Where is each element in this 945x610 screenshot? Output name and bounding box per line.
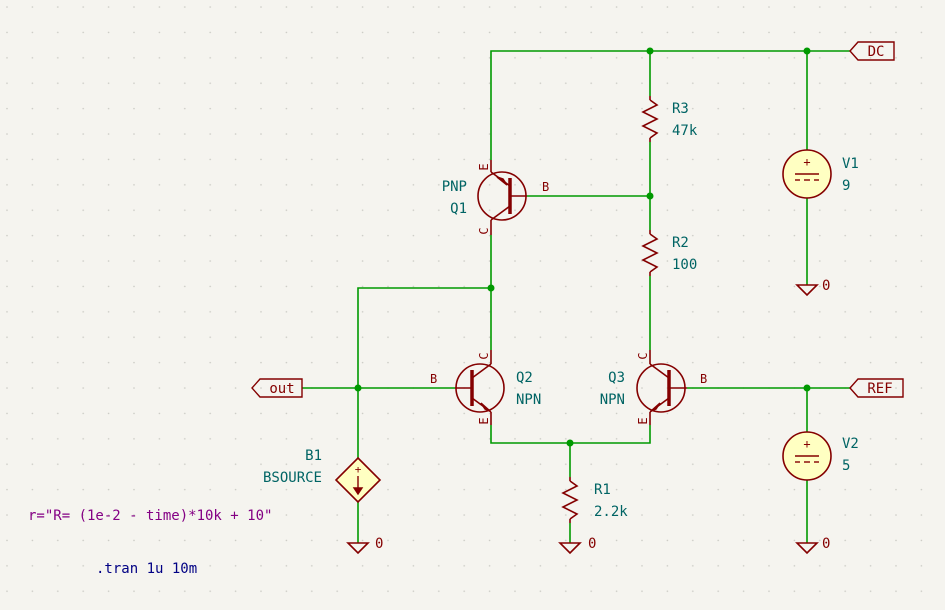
ground-b1[interactable]: 0	[346, 536, 383, 555]
ground-v1[interactable]: 0	[795, 278, 830, 297]
sim-directive[interactable]: .tran 1u 10m	[96, 561, 197, 577]
plus-icon: +	[355, 463, 362, 476]
pin-label-q1-c: C	[477, 227, 491, 234]
junction-q1-collector	[487, 284, 495, 292]
ref-q1: Q1	[450, 201, 467, 217]
ref-r3: R3	[672, 101, 689, 117]
junction-out	[354, 384, 362, 392]
value-q2: NPN	[516, 392, 541, 408]
transistor-q2[interactable]: C E B Q2 NPN	[430, 350, 541, 425]
ref-b1: B1	[305, 448, 322, 464]
voltage-source-v1[interactable]: + V1 9	[782, 149, 859, 199]
ref-v1: V1	[842, 156, 859, 172]
ref-r1: R1	[594, 482, 611, 498]
value-v2: 5	[842, 458, 850, 474]
arrow-down-icon	[352, 476, 364, 496]
global-label-dc-text: DC	[868, 44, 885, 60]
value-v1: 9	[842, 178, 850, 194]
transistor-q1[interactable]: E C B PNP Q1	[442, 160, 550, 235]
junctions	[354, 47, 811, 447]
value-b1: BSOURCE	[263, 470, 322, 486]
pin-label-q2-e: E	[477, 417, 491, 424]
pin-label-q3-b: B	[700, 372, 707, 386]
voltage-source-v2[interactable]: + V2 5	[782, 431, 859, 481]
junction-q1-base	[646, 192, 654, 200]
junction-emitters	[566, 439, 574, 447]
behavioral-source-b1[interactable]: + B1 BSOURCE r="R= (1e-2 - time)*10k + 1…	[28, 448, 382, 524]
value-r1: 2.2k	[594, 504, 628, 520]
dc-symbol-icon	[795, 173, 819, 181]
expression-b1: r="R= (1e-2 - time)*10k + 10"	[28, 508, 272, 524]
pin-label-q2-b: B	[430, 372, 437, 386]
global-label-out[interactable]: out	[251, 378, 303, 398]
ref-q2: Q2	[516, 370, 533, 386]
global-label-out-text: out	[269, 381, 294, 397]
junction-dc-r3	[646, 47, 654, 55]
wire-top-rail	[490, 50, 850, 160]
value-r3: 47k	[672, 123, 698, 139]
ground-r1[interactable]: 0	[558, 536, 596, 555]
global-label-dc[interactable]: DC	[849, 41, 895, 61]
pin-label-q1-b: B	[542, 180, 549, 194]
pin-label-q2-c: C	[477, 352, 491, 359]
global-label-ref[interactable]: REF	[849, 378, 904, 398]
value-r2: 100	[672, 257, 697, 273]
ground-label-b1: 0	[375, 536, 383, 552]
ground-label-r1: 0	[588, 536, 596, 552]
ref-r2: R2	[672, 235, 689, 251]
transistor-q3[interactable]: C E B Q3 NPN	[600, 350, 708, 425]
pin-label-q1-e: E	[477, 163, 491, 170]
plus-icon: +	[803, 437, 810, 451]
emitter-arrow-icon	[496, 176, 508, 186]
value-q1: PNP	[442, 179, 467, 195]
emitter-arrow-icon	[480, 402, 491, 412]
emitter-arrow-icon	[650, 402, 661, 412]
resistor-r3[interactable]: R3 47k	[641, 96, 698, 142]
junction-dc-v1	[803, 47, 811, 55]
pin-label-q3-c: C	[636, 352, 650, 359]
ground-label-v1: 0	[822, 278, 830, 294]
ground-v2[interactable]: 0	[795, 536, 830, 555]
dc-symbol-icon	[795, 455, 819, 463]
junction-ref-v2	[803, 384, 811, 392]
global-label-ref-text: REF	[867, 381, 892, 397]
resistor-r2[interactable]: R2 100	[641, 230, 697, 276]
pin-label-q3-e: E	[636, 417, 650, 424]
resistor-r1[interactable]: R1 2.2k	[561, 477, 628, 523]
value-q3: NPN	[600, 392, 625, 408]
wire-feedback	[357, 287, 491, 460]
ref-q3: Q3	[608, 370, 625, 386]
ref-v2: V2	[842, 436, 859, 452]
plus-icon: +	[803, 155, 810, 169]
ground-label-v2: 0	[822, 536, 830, 552]
